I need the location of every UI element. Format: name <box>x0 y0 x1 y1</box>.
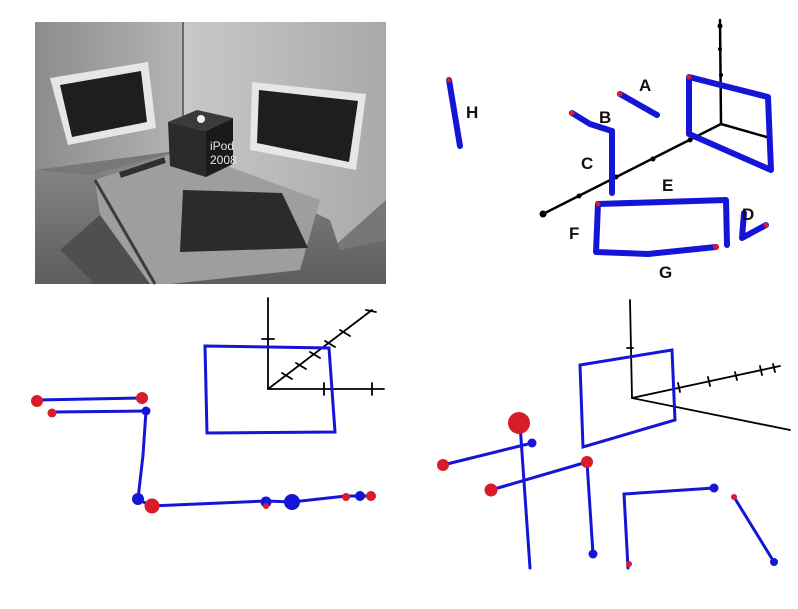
left-monitor <box>50 62 156 145</box>
segment-labels: H A B C E D F G <box>466 76 754 282</box>
segment-endpoints <box>446 74 769 250</box>
label-h: H <box>466 103 478 122</box>
perspective-view-endpoints <box>437 412 778 567</box>
front-view-square <box>203 344 337 435</box>
front-view-endpoints <box>31 392 376 514</box>
front-view-axes <box>261 297 385 396</box>
right-monitor <box>250 82 366 170</box>
label-c: C <box>581 154 593 173</box>
perspective-view-square <box>578 348 677 449</box>
world-axes-ticks <box>539 23 723 218</box>
label-a: A <box>639 76 651 95</box>
dark-mat <box>180 190 308 252</box>
perspective-view-panel <box>437 299 791 570</box>
perspective-view-axes <box>626 299 791 431</box>
perspective-view-lines <box>441 422 776 570</box>
label-g: G <box>659 263 672 282</box>
label-f: F <box>569 224 579 243</box>
ipod-box-text-2: 2008 <box>210 153 237 167</box>
label-b: B <box>599 108 611 127</box>
label-d: D <box>742 205 754 224</box>
label-e: E <box>662 176 673 195</box>
ipod-box: iPod 2008 <box>168 110 237 177</box>
segment-lines <box>446 74 774 257</box>
photo-panel: iPod 2008 <box>35 22 386 285</box>
segment-map-panel: H A B C E D F G <box>446 18 774 282</box>
ipod-box-text-1: iPod <box>210 139 234 153</box>
front-view-panel <box>31 297 385 514</box>
front-view-lines <box>35 396 373 508</box>
